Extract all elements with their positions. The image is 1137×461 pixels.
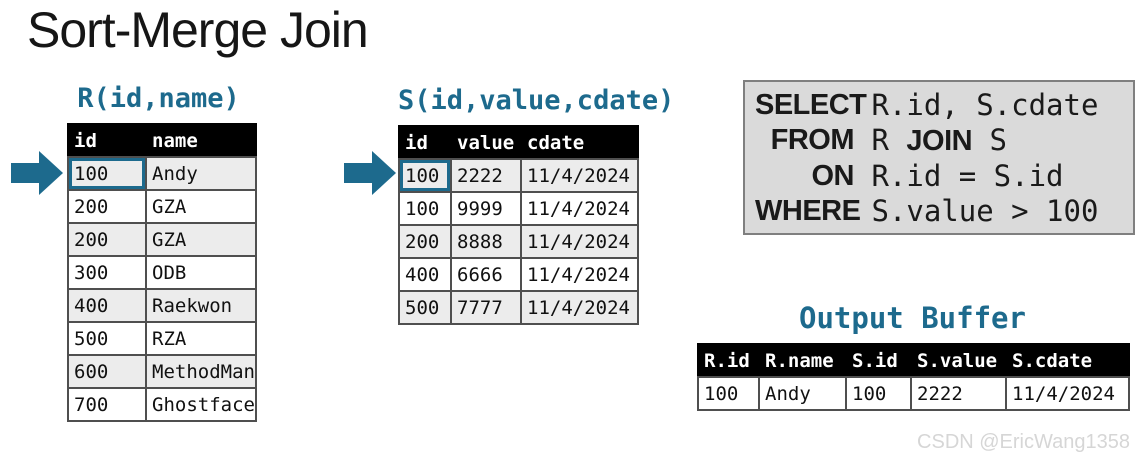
table-cell: Raekwon [145, 288, 257, 323]
table-header-cell: S.value [910, 343, 1007, 378]
table-header-cell: S.cdate [1005, 343, 1130, 378]
sql-line: ON R.id = S.id [755, 159, 1125, 194]
table-cell: MethodMan [145, 354, 257, 389]
table-header-cell: R.name [758, 343, 847, 378]
r-table-title: R(id,name) [77, 83, 240, 114]
arrow-tail [11, 163, 39, 183]
table-cell: Andy [145, 156, 257, 191]
sql-line: FROM R JOIN S [755, 123, 1125, 159]
table-cell: 100 [398, 158, 452, 193]
sql-keyword: WHERE [755, 195, 861, 227]
table-cell: 11/4/2024 [520, 191, 639, 226]
table-cell: 100 [67, 156, 147, 191]
table-cell: 700 [67, 387, 147, 422]
arrow-tail [344, 163, 372, 183]
table-cell: 11/4/2024 [520, 224, 639, 259]
table-cell: 200 [67, 189, 147, 224]
table-cell: 200 [67, 222, 147, 257]
watermark: CSDN @EricWang1358 [917, 431, 1130, 453]
table-cell: Ghostface [145, 387, 257, 422]
table-cell: 100 [845, 376, 912, 411]
table-cell: 300 [67, 255, 147, 290]
s-cursor-arrow-icon [344, 151, 396, 195]
sql-text: R JOIN S [854, 123, 1007, 157]
table-header-cell: id [67, 123, 147, 158]
table-header-cell: S.id [845, 343, 912, 378]
table-cell: 11/4/2024 [520, 290, 639, 325]
sql-keyword: SELECT [755, 89, 867, 121]
table-cell: 600 [67, 354, 147, 389]
table-cell: 200 [398, 224, 452, 259]
output-buffer-title: Output Buffer [799, 301, 1026, 335]
sql-line: WHERE S.value > 100 [755, 194, 1125, 229]
table-cell: 500 [398, 290, 452, 325]
table-cell: ODB [145, 255, 257, 290]
table-cell: GZA [145, 222, 257, 257]
table-cell: 500 [67, 321, 147, 356]
table-cell: 100 [398, 191, 452, 226]
table-cell: Andy [758, 376, 847, 411]
table-cell: 400 [67, 288, 147, 323]
table-header-cell: id [398, 125, 452, 160]
table-cell: 11/4/2024 [520, 158, 639, 193]
sql-keyword: ON [811, 160, 855, 192]
sql-text: S.value > 100 [854, 194, 1099, 228]
sql-text: R.id, S.cdate [854, 88, 1099, 122]
table-cell: 9999 [450, 191, 522, 226]
table-cell: 6666 [450, 257, 522, 292]
table-cell: RZA [145, 321, 257, 356]
table-cell: 11/4/2024 [520, 257, 639, 292]
table-cell: 400 [398, 257, 452, 292]
sql-text: R.id = S.id [854, 159, 1064, 193]
table-cell: 8888 [450, 224, 522, 259]
table-header-cell: name [145, 123, 257, 158]
table-cell: GZA [145, 189, 257, 224]
r-cursor-arrow-icon [11, 151, 63, 195]
page-title: Sort-Merge Join [27, 2, 369, 58]
table-header-cell: value [450, 125, 522, 160]
table-header-cell: cdate [520, 125, 639, 160]
arrow-head [372, 151, 396, 195]
s-table-title: S(id,value,cdate) [398, 85, 675, 116]
sql-keyword: FROM [770, 124, 855, 156]
table-cell: 2222 [910, 376, 1007, 411]
sql-line: SELECT R.id, S.cdate [755, 88, 1125, 123]
table-cell: 100 [697, 376, 760, 411]
arrow-head [39, 151, 63, 195]
table-header-cell: R.id [697, 343, 760, 378]
table-cell: 7777 [450, 290, 522, 325]
table-cell: 11/4/2024 [1005, 376, 1130, 411]
table-cell: 2222 [450, 158, 522, 193]
